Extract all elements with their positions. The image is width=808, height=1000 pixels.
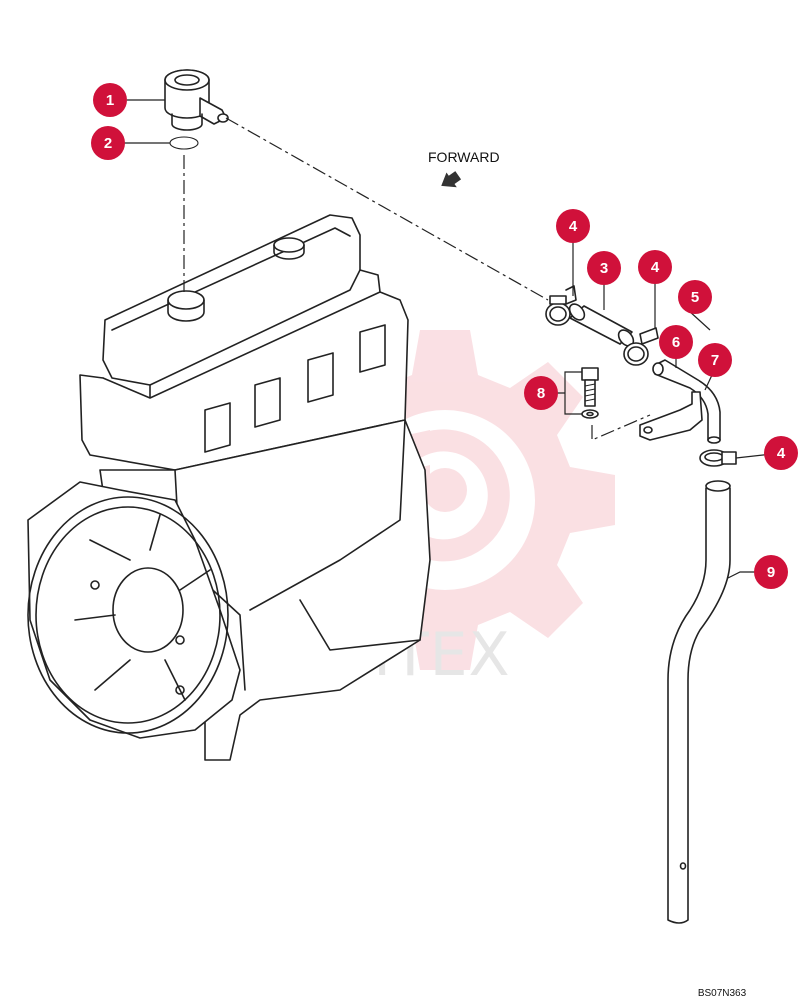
callout-4b: 4 — [638, 250, 672, 284]
callout-3: 3 — [587, 251, 621, 285]
callout-7: 7 — [698, 343, 732, 377]
engine-block — [27, 214, 431, 761]
bent-pipe-with-bracket — [639, 359, 721, 444]
bolt-and-washer — [581, 367, 599, 419]
callout-4a: 4 — [556, 209, 590, 243]
drawing-code: BS07N363 — [698, 988, 747, 999]
svg-text:4: 4 — [777, 445, 786, 462]
svg-text:3: 3 — [600, 260, 608, 277]
center-line-hose — [225, 117, 549, 301]
straight-hose — [568, 303, 635, 347]
forward-arrow-icon — [441, 171, 462, 188]
svg-text:9: 9 — [767, 564, 775, 581]
callout-4c: 4 — [764, 436, 798, 470]
svg-text:6: 6 — [672, 334, 680, 351]
svg-text:2: 2 — [104, 135, 112, 152]
callout-5: 5 — [678, 280, 712, 314]
hose-clamp-lower — [699, 449, 737, 467]
hose-clamp-middle — [623, 327, 659, 366]
svg-text:7: 7 — [711, 352, 719, 369]
svg-text:4: 4 — [569, 218, 578, 235]
o-ring — [169, 136, 199, 150]
leader-7 — [704, 374, 713, 391]
forward-label: FORWARD — [428, 149, 500, 165]
center-line-bolt — [591, 414, 651, 441]
callout-6: 6 — [659, 325, 693, 359]
hose-clamp-upper-left — [545, 285, 577, 326]
svg-text:5: 5 — [691, 289, 699, 306]
leader-8 — [556, 371, 582, 415]
long-hose — [667, 480, 731, 924]
callout-1: 1 — [93, 83, 127, 117]
callout-9: 9 — [754, 555, 788, 589]
callout-2: 2 — [91, 126, 125, 160]
callout-8: 8 — [524, 376, 558, 410]
svg-text:8: 8 — [537, 385, 545, 402]
svg-text:1: 1 — [106, 92, 114, 109]
breather-cap — [164, 69, 229, 131]
leader-9 — [727, 571, 756, 579]
svg-text:4: 4 — [651, 259, 660, 276]
